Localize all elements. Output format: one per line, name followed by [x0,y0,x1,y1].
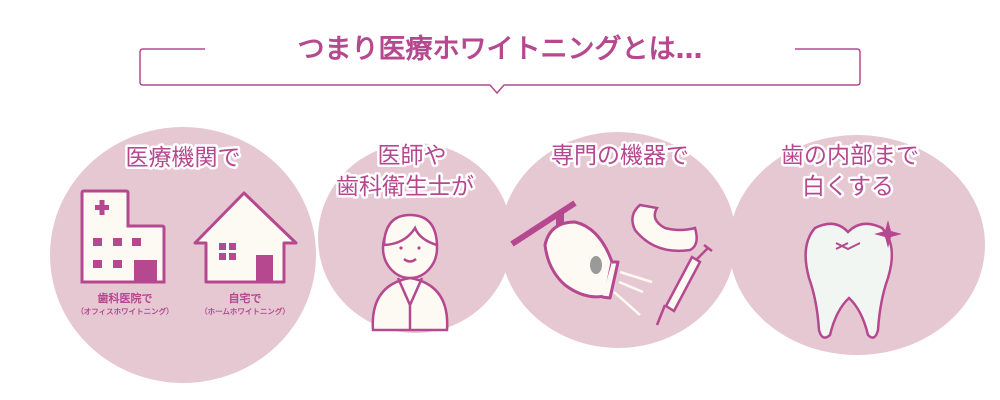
page-title: つまり医療ホワイトニングとは… [298,33,703,65]
mouthpiece-icon [631,203,698,252]
caption-home: 自宅で [229,291,262,305]
hospital-icon [80,189,166,284]
dentist-person-icon [371,213,449,332]
caption-office-sub: （オフィスホワイトニング） [76,306,173,316]
panel-4-title-line-2: 白くする [802,174,894,200]
whitening-light-icon [510,200,653,316]
panel-4-title-line-1: 歯の内部まで [781,143,919,169]
panel-2-title-line-1: 医師や [378,143,447,169]
panel-2-title-line-2: 歯科衛生士が [336,174,474,200]
house-icon [193,191,298,284]
caption-office: 歯科医院で [98,291,153,305]
header-callout [139,48,861,95]
panel-1-title: 医療機関で [126,145,241,171]
caption-home-sub: （ホームホワイトニング） [200,306,290,316]
syringe-icon [655,244,713,326]
sparkling-tooth-icon [804,220,902,339]
panel-3-title: 専門の機器で [551,143,689,169]
